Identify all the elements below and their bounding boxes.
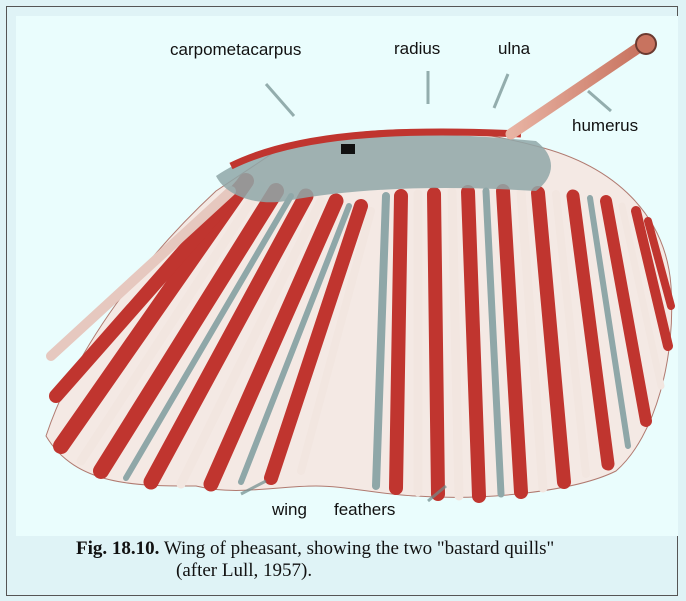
label-carpometacarpus: carpometacarpus — [170, 40, 301, 60]
label-wing: wing — [272, 500, 307, 520]
label-feathers: feathers — [334, 500, 395, 520]
caption-text-line1: Wing of pheasant, showing the two "basta… — [164, 538, 554, 559]
label-humerus: humerus — [572, 116, 638, 136]
figure-caption: Fig. 18.10. Wing of pheasant, showing th… — [76, 538, 676, 582]
wing-illustration — [16, 16, 678, 536]
caption-text-line2: (after Lull, 1957). — [76, 560, 676, 582]
pheasant-wing-figure: carpometacarpus radius ulna humerus wing… — [16, 16, 678, 536]
label-radius: radius — [394, 39, 440, 59]
bastard-quill-mark — [341, 144, 355, 154]
label-ulna: ulna — [498, 39, 530, 59]
figure-number: Fig. 18.10. — [76, 538, 159, 559]
